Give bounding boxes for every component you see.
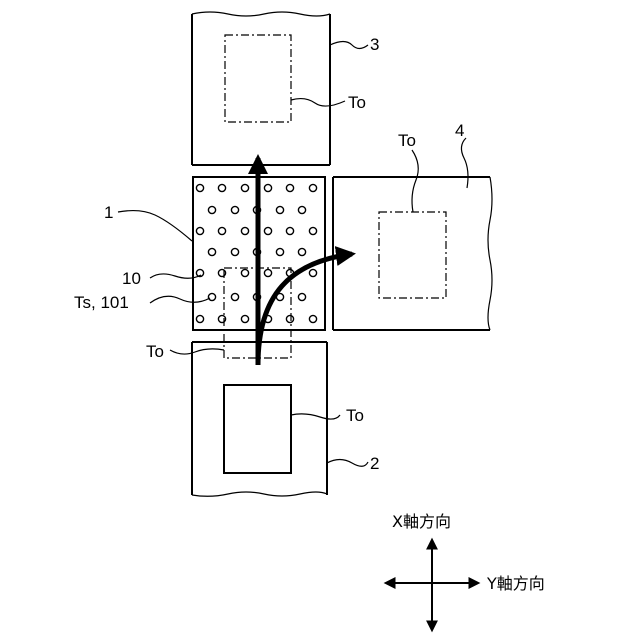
conveyor-3 xyxy=(192,12,330,165)
roller xyxy=(218,184,225,191)
roller xyxy=(196,227,203,234)
label-object-right: To xyxy=(398,131,416,150)
roller xyxy=(241,227,248,234)
roller xyxy=(208,206,215,213)
roller xyxy=(241,184,248,191)
roller xyxy=(309,269,316,276)
conveyor-2 xyxy=(192,342,327,496)
roller xyxy=(309,227,316,234)
label-conveyor-2: 2 xyxy=(370,454,379,473)
label-object-top: To xyxy=(348,93,366,112)
roller xyxy=(231,206,238,213)
roller xyxy=(264,227,271,234)
roller xyxy=(196,184,203,191)
roller xyxy=(276,248,283,255)
roller xyxy=(264,184,271,191)
roller xyxy=(298,248,305,255)
label-transfer-unit-1: 1 xyxy=(104,203,113,222)
roller xyxy=(309,184,316,191)
label-conveyor-4: 4 xyxy=(455,121,464,140)
roller xyxy=(231,248,238,255)
label-conveyor-3: 3 xyxy=(370,35,379,54)
roller xyxy=(208,248,215,255)
roller xyxy=(264,269,271,276)
object-outline-right xyxy=(379,212,446,298)
label-object-bottom: To xyxy=(346,406,364,425)
roller xyxy=(286,184,293,191)
roller xyxy=(298,206,305,213)
x-direction-label: X軸方向 xyxy=(392,512,451,531)
roller xyxy=(286,315,293,322)
object-solid xyxy=(224,385,291,473)
y-direction-label: Y軸方向 xyxy=(486,574,545,593)
roller xyxy=(309,315,316,322)
roller xyxy=(208,293,215,300)
object-outline-top xyxy=(225,35,291,122)
arrow-to-y-direction xyxy=(258,254,352,365)
roller xyxy=(298,293,305,300)
axis-indicator: X軸方向 Y軸方向 xyxy=(386,512,545,630)
roller xyxy=(196,315,203,322)
roller xyxy=(218,227,225,234)
roller xyxy=(241,315,248,322)
label-table: Ts, 101 xyxy=(74,293,129,312)
label-roller-10: 10 xyxy=(122,269,141,288)
roller xyxy=(231,293,238,300)
roller xyxy=(276,206,283,213)
label-object-transfer: To xyxy=(146,342,164,361)
roller xyxy=(286,227,293,234)
roller xyxy=(241,269,248,276)
